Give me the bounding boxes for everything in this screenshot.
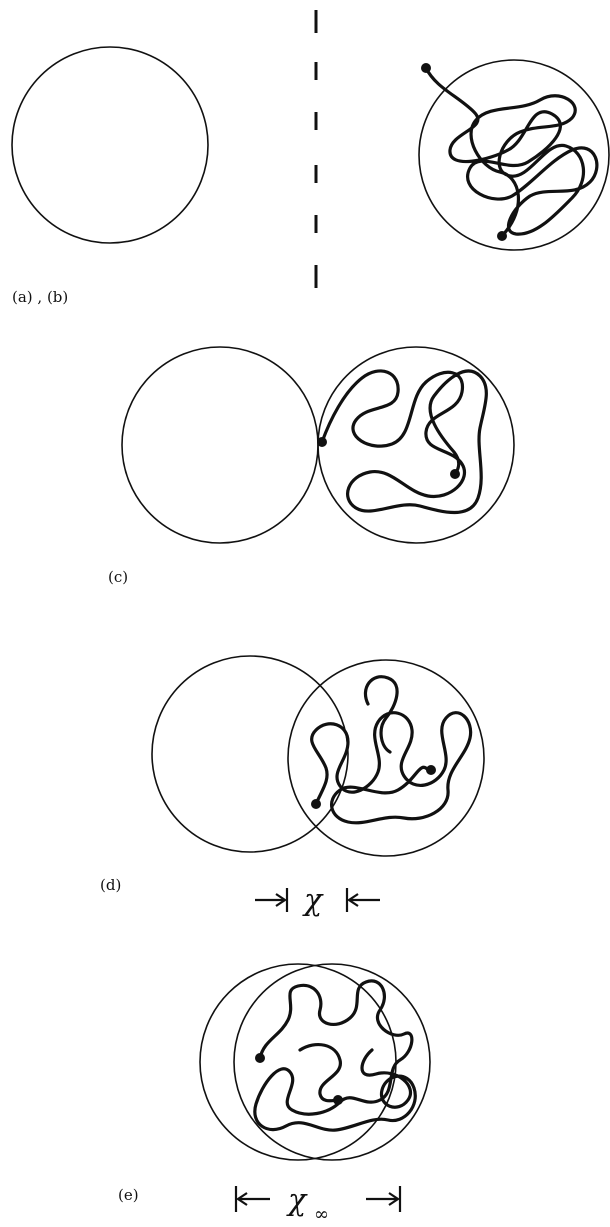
panel-c: (c) <box>108 347 514 586</box>
chain-end-dot <box>333 1095 343 1105</box>
panel-e: (e) χ ∞ <box>118 964 430 1225</box>
panel-ab: (a) , (b) <box>12 10 609 306</box>
distance-subscript-e: ∞ <box>314 1204 329 1225</box>
chain-end-dot <box>255 1053 265 1063</box>
chain-end-dot <box>426 765 436 775</box>
chain-end-dot <box>450 469 460 479</box>
panel-label-d: (d) <box>100 876 121 894</box>
panel-label-ab: (a) , (b) <box>12 288 68 306</box>
distance-symbol-e: χ <box>286 1183 308 1218</box>
polymer-chain-c <box>322 371 486 513</box>
coil-sphere-c <box>318 347 514 543</box>
distance-symbol-d: χ <box>302 883 324 918</box>
empty-sphere-a <box>12 47 208 243</box>
chain-end-dot <box>497 231 507 241</box>
empty-sphere-c <box>122 347 318 543</box>
panel-label-e: (e) <box>118 1186 139 1204</box>
coil-sphere-d <box>288 660 484 856</box>
panel-d: (d) χ <box>100 656 484 918</box>
polymer-chain-e <box>255 981 415 1130</box>
polymer-chain-b <box>426 68 597 236</box>
chain-end-dot <box>421 63 431 73</box>
empty-sphere-e <box>200 964 396 1160</box>
panel-label-c: (c) <box>108 568 128 586</box>
chain-end-dot <box>311 799 321 809</box>
chain-end-dot <box>317 437 327 447</box>
